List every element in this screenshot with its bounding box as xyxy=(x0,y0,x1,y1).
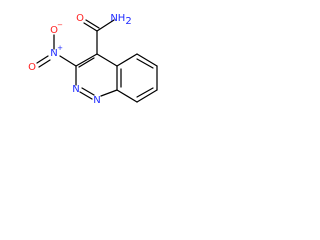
bond-amide-c-n xyxy=(96,19,115,32)
bond-c4a-c5 xyxy=(116,53,138,67)
bonds xyxy=(36,19,158,103)
bond-c3-nitro-n xyxy=(59,55,77,67)
bond-amide-c-o-b xyxy=(85,19,100,29)
nitro-o-minus-charge: − xyxy=(57,21,63,29)
bond-c7-c8-b xyxy=(136,87,154,98)
bond-c4-c3-a xyxy=(75,53,98,67)
amide-nh2-label: NH2 xyxy=(110,13,131,27)
bond-c4a-c4 xyxy=(96,53,118,67)
bond-c4-c3-b xyxy=(78,57,95,68)
bond-n1-c8a xyxy=(100,89,118,97)
nitro-o-label: O xyxy=(28,62,36,73)
amide-o-label: O xyxy=(76,13,84,24)
bond-c5-c6-b xyxy=(136,58,154,69)
bond-nitro-n-o-b xyxy=(38,59,51,68)
ring-n1-label: N xyxy=(93,95,100,106)
bond-c8-c8a xyxy=(116,89,138,103)
atom-labels: NH2 O N + O − O N N xyxy=(28,13,132,106)
bond-c5-c6-a xyxy=(136,53,158,67)
nitro-n-label: N xyxy=(50,48,57,59)
chemical-structure: NH2 O N + O − O N N xyxy=(28,13,158,106)
bond-amide-c-o-a xyxy=(83,22,98,32)
ring-n2-label: N xyxy=(72,84,79,95)
bond-c7-c8-a xyxy=(136,89,158,103)
bond-n2-n1-a xyxy=(79,91,93,100)
nitro-o-minus-label: O xyxy=(50,25,58,36)
bond-n2-n1-b xyxy=(81,87,95,96)
nitro-n-charge: + xyxy=(57,44,63,52)
bond-nitro-n-o-a xyxy=(36,55,49,64)
